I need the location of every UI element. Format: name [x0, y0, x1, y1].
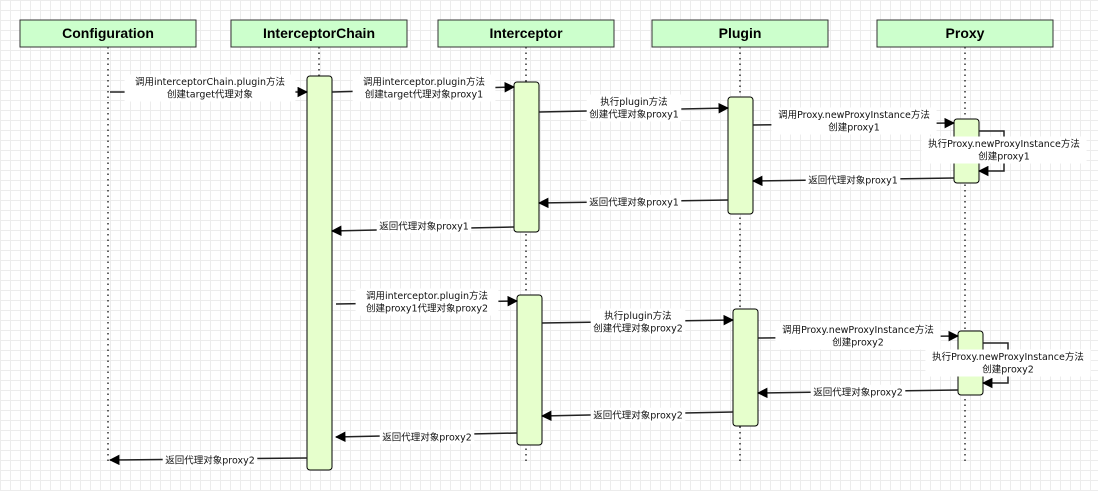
message-label: 返回代理对象proxy2 [593, 409, 683, 421]
participant-box [651, 19, 829, 48]
message-label: 创建代理对象proxy1 [589, 109, 679, 121]
participant-box [437, 19, 615, 48]
message-m13: 返回代理对象proxy2 [756, 384, 959, 400]
message-label: 执行plugin方法 [600, 96, 667, 108]
participant-box [19, 19, 197, 48]
message-label: 调用interceptorChain.plugin方法 [135, 76, 285, 88]
message-label: 返回代理对象proxy2 [165, 454, 255, 466]
message-m16: 返回代理对象proxy2 [108, 452, 308, 468]
participant-box [230, 19, 408, 48]
activation-bar-pl1 [727, 96, 754, 215]
message-label: 调用interceptor.plugin方法 [366, 290, 488, 302]
message-label: 创建proxy2 [832, 337, 884, 349]
participant-configuration: Configuration [19, 19, 197, 48]
message-label: 返回代理对象proxy1 [379, 220, 469, 232]
message-label-bg [921, 136, 1087, 164]
message-label: 返回代理对象proxy2 [813, 386, 903, 398]
message-label: 调用interceptor.plugin方法 [363, 76, 485, 88]
message-label: 创建代理对象proxy2 [593, 323, 683, 335]
activation-bar-chain [306, 75, 333, 471]
message-label-bg [775, 322, 941, 350]
message-label-bg [376, 218, 472, 234]
message-label: 调用Proxy.newProxyInstance方法 [782, 324, 934, 336]
message-label-bg [162, 452, 258, 468]
message-label: 调用Proxy.newProxyInstance方法 [778, 109, 930, 121]
message-label-bg [925, 349, 1091, 377]
participant-interceptorchain: InterceptorChain [230, 19, 408, 48]
participant-label: Interceptor [489, 25, 563, 41]
message-label: 创建proxy1代理对象proxy2 [366, 303, 488, 315]
activation-bar-pl2 [732, 308, 759, 427]
message-label: 创建target代理对象 [167, 89, 253, 101]
participant-plugin: Plugin [651, 19, 829, 48]
message-label-bg [352, 74, 496, 102]
participant-label: InterceptorChain [263, 25, 375, 41]
message-label: 创建proxy2 [982, 364, 1034, 376]
participant-label: Configuration [62, 25, 154, 41]
participant-interceptor: Interceptor [437, 19, 615, 48]
participant-box [876, 19, 1054, 48]
message-label-bg [355, 288, 499, 316]
message-label-bg [379, 429, 475, 445]
message-label: 创建target代理对象proxy1 [365, 89, 483, 101]
message-label: 创建proxy1 [828, 122, 880, 134]
message-label: 返回代理对象proxy2 [382, 431, 472, 443]
message-label-bg [586, 94, 682, 122]
message-label: 创建proxy1 [978, 151, 1030, 163]
message-label: 执行plugin方法 [604, 310, 671, 322]
message-m8: 返回代理对象proxy1 [330, 218, 515, 237]
message-label: 返回代理对象proxy1 [589, 196, 679, 208]
message-label-bg [771, 107, 937, 135]
participant-label: Plugin [719, 25, 762, 41]
message-label: 执行Proxy.newProxyInstance方法 [932, 351, 1084, 363]
message-m15: 返回代理对象proxy2 [334, 429, 518, 445]
message-m7: 返回代理对象proxy1 [537, 194, 729, 210]
message-label-bg [590, 407, 686, 423]
participant-proxy: Proxy [876, 19, 1054, 48]
message-label-bg [810, 384, 906, 400]
message-label: 执行Proxy.newProxyInstance方法 [928, 138, 1080, 150]
message-m14: 返回代理对象proxy2 [540, 407, 734, 423]
message-label-bg [805, 172, 901, 188]
message-m6: 返回代理对象proxy1 [751, 172, 955, 188]
participant-label: Proxy [946, 25, 985, 41]
message-label-bg [124, 74, 296, 102]
activation-bar-ic1 [513, 81, 540, 233]
message-label-bg [586, 194, 682, 210]
message-label-bg [590, 308, 686, 336]
message-label: 返回代理对象proxy1 [808, 174, 898, 186]
activation-bar-ic2 [516, 294, 543, 446]
